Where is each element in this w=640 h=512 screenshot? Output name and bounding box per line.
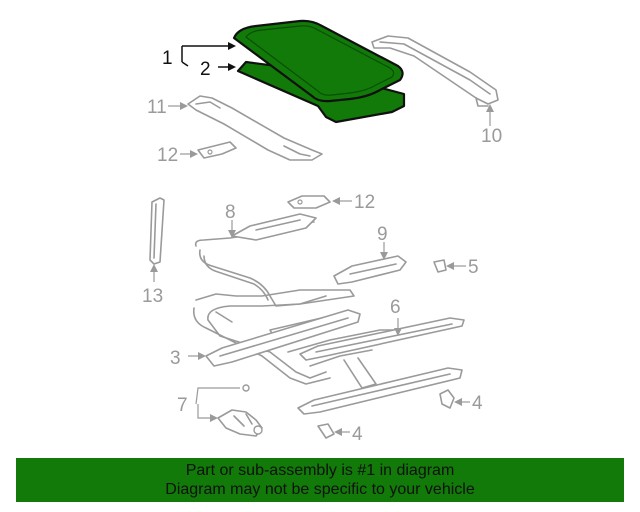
callout-10[interactable]: 10 bbox=[481, 126, 502, 147]
part-7-motor[interactable] bbox=[217, 384, 263, 437]
part-10-rail[interactable] bbox=[371, 35, 499, 107]
callout-11[interactable]: 11 bbox=[147, 97, 167, 118]
part-13-seal[interactable] bbox=[149, 197, 165, 265]
part-9-guide[interactable] bbox=[333, 255, 407, 285]
part-8-cable[interactable] bbox=[194, 213, 327, 307]
sunroof-parts-diagram: 1 2 10 11 12 12 13 bbox=[142, 19, 502, 445]
part-11-deflector[interactable] bbox=[187, 95, 323, 161]
callout-1[interactable]: 1 bbox=[162, 48, 173, 69]
callout-2[interactable]: 2 bbox=[200, 59, 211, 80]
part-6-rail[interactable] bbox=[299, 317, 465, 361]
part-5-clip[interactable] bbox=[433, 259, 447, 273]
callout-6[interactable]: 6 bbox=[390, 297, 401, 318]
part-12-bracket-left[interactable] bbox=[197, 141, 237, 159]
sunroof-glass-assembly[interactable] bbox=[232, 19, 406, 124]
lower-rail[interactable] bbox=[297, 367, 463, 415]
banner-line-1: Part or sub-assembly is #1 in diagram bbox=[185, 462, 455, 479]
callout-3[interactable]: 3 bbox=[170, 348, 181, 369]
part-12-bracket-right[interactable] bbox=[287, 195, 331, 209]
callout-12-right[interactable]: 12 bbox=[354, 192, 375, 213]
part-4-bracket-bottom[interactable] bbox=[317, 423, 335, 439]
callout-7[interactable]: 7 bbox=[177, 395, 188, 416]
callout-13[interactable]: 13 bbox=[142, 286, 163, 307]
part-3-rail[interactable] bbox=[205, 309, 361, 367]
banner-line-2: Diagram may not be specific to your vehi… bbox=[165, 481, 475, 498]
callout-12-left[interactable]: 12 bbox=[157, 145, 178, 166]
info-banner: Part or sub-assembly is #1 in diagram Di… bbox=[16, 458, 624, 502]
part-4-bracket-right[interactable] bbox=[439, 389, 455, 409]
callout-8[interactable]: 8 bbox=[225, 202, 236, 223]
callout-5[interactable]: 5 bbox=[468, 257, 479, 278]
callout-4-bottom[interactable]: 4 bbox=[352, 424, 363, 445]
callout-9[interactable]: 9 bbox=[377, 224, 388, 245]
callout-4-right[interactable]: 4 bbox=[472, 393, 483, 414]
